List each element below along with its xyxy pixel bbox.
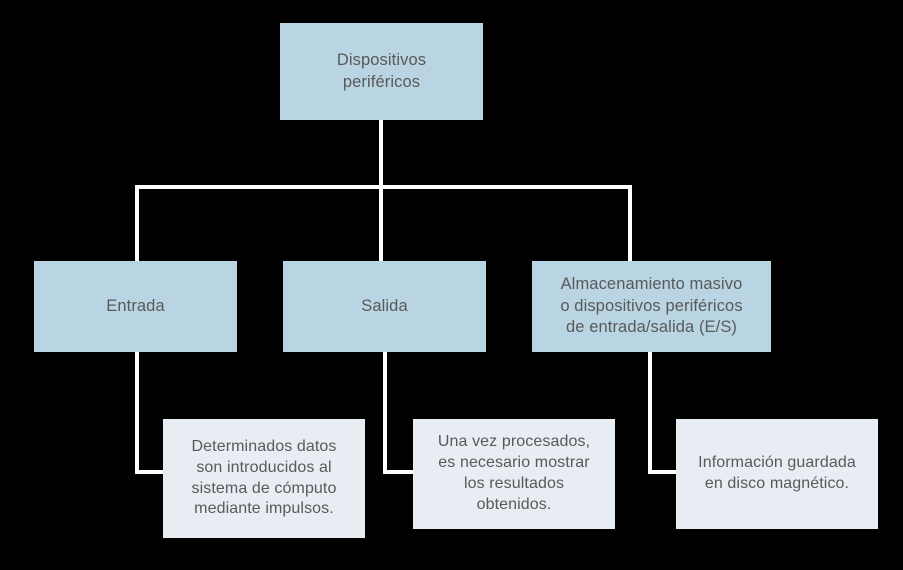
connector-drop-salida [379, 185, 383, 263]
connector-entrada-detail-vertical [135, 352, 139, 474]
node-salida-detalle-text: Una vez procesados, es necesario mostrar… [437, 433, 591, 513]
connector-drop-almacenamiento [628, 185, 632, 263]
node-salida-label: Salida [361, 296, 408, 315]
node-almacenamiento-detalle-text: Información guardada en disco magnético. [698, 454, 856, 492]
connector-salida-detail-horizontal [383, 470, 415, 474]
node-dispositivos-perifericos-label: Dispositivos periféricos [336, 51, 427, 91]
connector-almacenamiento-detail-vertical [648, 352, 652, 474]
connector-horizontal-bar [135, 185, 632, 189]
connector-root-stem [379, 119, 383, 189]
node-almacenamiento-masivo[interactable]: Almacenamiento masivo o dispositivos per… [532, 261, 771, 352]
node-entrada-detalle-text: Determinados datos son introducidos al s… [191, 437, 337, 518]
node-almacenamiento-masivo-label: Almacenamiento masivo o dispositivos per… [560, 275, 743, 337]
connector-salida-detail-vertical [383, 352, 387, 474]
node-salida-detalle[interactable]: Una vez procesados, es necesario mostrar… [413, 419, 615, 529]
connector-drop-entrada [135, 185, 139, 263]
node-entrada[interactable]: Entrada [34, 261, 237, 352]
node-almacenamiento-detalle[interactable]: Información guardada en disco magnético. [676, 419, 878, 529]
node-salida[interactable]: Salida [283, 261, 486, 352]
node-entrada-detalle[interactable]: Determinados datos son introducidos al s… [163, 419, 365, 538]
connector-almacenamiento-detail-horizontal [648, 470, 680, 474]
connector-entrada-detail-horizontal [135, 470, 167, 474]
node-dispositivos-perifericos[interactable]: Dispositivos periféricos [280, 23, 483, 120]
node-entrada-label: Entrada [106, 296, 165, 315]
